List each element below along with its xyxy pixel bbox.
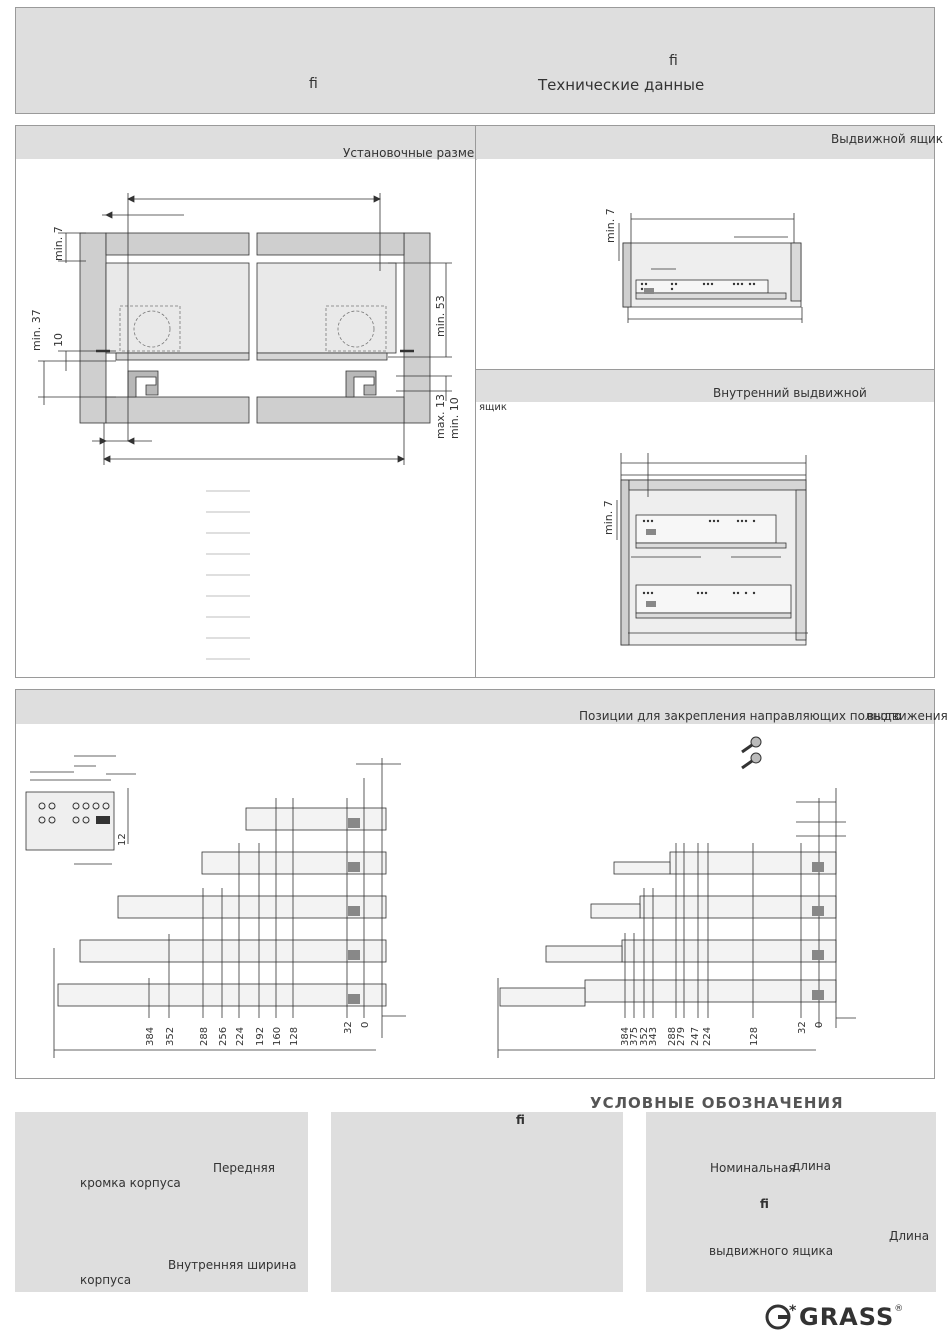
install-title: Установочные размеры bbox=[343, 146, 492, 160]
legend-box-1: Передняя кромка корпуса Внутренняя ширин… bbox=[15, 1112, 308, 1292]
right-scale-0: 0 bbox=[814, 1022, 825, 1028]
inner-drawer-min7-label: min. 7 bbox=[602, 500, 615, 535]
drawer-header bbox=[476, 126, 934, 159]
right-scale-128: 128 bbox=[749, 1027, 760, 1046]
left-scale-128: 128 bbox=[289, 1027, 300, 1046]
install-diagram: min. 7 min. 37 10 min. 53 max. 13 min. 1… bbox=[30, 193, 461, 660]
header-ligature-1: ﬁ bbox=[669, 53, 678, 69]
mounting-title-part2: выдвижения bbox=[867, 709, 948, 723]
left-scale-192: 192 bbox=[255, 1027, 266, 1046]
right-scale-288: 288 bbox=[667, 1027, 678, 1046]
legend-box3-ligature: ﬁ bbox=[760, 1197, 769, 1211]
left-scale-352: 352 bbox=[165, 1027, 176, 1046]
legend-front-edge-line2: кромка корпуса bbox=[80, 1176, 181, 1190]
grass-logo-mark-icon: * bbox=[765, 1303, 797, 1330]
legend-nominal-b: длина bbox=[792, 1159, 831, 1173]
drawer-min7-label: min. 7 bbox=[604, 208, 617, 243]
inner-drawer-diagram: min. 7 bbox=[602, 453, 808, 646]
left-scale-384: 384 bbox=[145, 1027, 156, 1046]
inner-drawer-title-line2: ящик bbox=[479, 402, 507, 413]
drawer-panel: Выдвижной ящик min. 7 bbox=[475, 125, 943, 370]
grass-logo-registered: ® bbox=[894, 1304, 904, 1314]
right-scale-279: 279 bbox=[676, 1027, 687, 1046]
right-scale-352: 352 bbox=[639, 1027, 650, 1046]
left-scale-160: 160 bbox=[272, 1027, 283, 1046]
right-scale-384: 384 bbox=[620, 1027, 631, 1046]
inner-drawer-panel: Внутренний выдвижной ящик bbox=[475, 369, 935, 678]
mounting-diagram: 12 384 352 288 256 224 192 160 128 32 0 … bbox=[25, 755, 856, 1058]
legend-box-3: Номинальная длина ﬁ Длина выдвижного ящи… bbox=[646, 1112, 936, 1292]
grass-logo-text: GRASS bbox=[799, 1303, 895, 1331]
mounting-title-part1: Позиции для закрепления направляющих пол… bbox=[579, 709, 902, 723]
legend-box2-ligature: ﬁ bbox=[516, 1113, 525, 1127]
detail-dim-12: 12 bbox=[117, 833, 128, 846]
screw-icon bbox=[741, 736, 762, 770]
grass-logo: * GRASS ® bbox=[765, 1302, 903, 1332]
header-band: ﬁ ﬁ Технические данные bbox=[15, 7, 935, 114]
inner-drawer-header bbox=[476, 370, 934, 402]
left-scale-288: 288 bbox=[199, 1027, 210, 1046]
dim-min37-label: min. 37 bbox=[30, 309, 43, 351]
legend-inner-width-line2: корпуса bbox=[80, 1273, 132, 1287]
legend-nominal-a: Номинальная bbox=[710, 1161, 796, 1175]
mounting-header bbox=[16, 690, 934, 724]
install-dimensions-panel: Установочные размеры bbox=[15, 125, 491, 678]
dim-min53-label: min. 53 bbox=[434, 295, 447, 337]
dim-10-label: 10 bbox=[52, 333, 65, 347]
right-scale-375: 375 bbox=[629, 1027, 640, 1046]
legend-front-edge-line1: Передняя bbox=[213, 1161, 275, 1175]
dim-max13-label: max. 13 bbox=[434, 394, 447, 439]
drawer-title: Выдвижной ящик bbox=[831, 132, 944, 146]
right-scale-32: 32 bbox=[797, 1021, 808, 1034]
left-scale-224: 224 bbox=[235, 1027, 246, 1046]
legend-drawer-length-line2: выдвижного ящика bbox=[709, 1244, 834, 1258]
left-scale-32: 32 bbox=[343, 1021, 354, 1034]
drawer-diagram: min. 7 bbox=[604, 208, 803, 323]
legend-box-2: ﬁ bbox=[331, 1112, 623, 1292]
legend-inner-width-line1: Внутренняя ширина bbox=[168, 1258, 297, 1272]
dim-min7-label: min. 7 bbox=[52, 226, 65, 261]
page-title: Технические данные bbox=[538, 76, 705, 94]
left-scale-256: 256 bbox=[218, 1027, 229, 1046]
header-ligature-2: ﬁ bbox=[309, 76, 318, 92]
left-scale-0: 0 bbox=[360, 1022, 371, 1028]
install-header bbox=[16, 126, 475, 159]
right-scale-247: 247 bbox=[690, 1027, 701, 1046]
inner-drawer-title-line1: Внутренний выдвижной bbox=[713, 386, 867, 400]
legend-drawer-length-line1: Длина bbox=[889, 1229, 930, 1243]
right-scale-224: 224 bbox=[702, 1027, 713, 1046]
dim-min10-label: min. 10 bbox=[448, 397, 461, 439]
legend-title: УСЛОВНЫЕ ОБОЗНАЧЕНИЯ bbox=[590, 1094, 844, 1112]
svg-text:*: * bbox=[789, 1303, 797, 1319]
mounting-positions-panel: Позиции для закрепления направляющих пол… bbox=[15, 689, 948, 1079]
right-scale-343: 343 bbox=[648, 1027, 659, 1046]
